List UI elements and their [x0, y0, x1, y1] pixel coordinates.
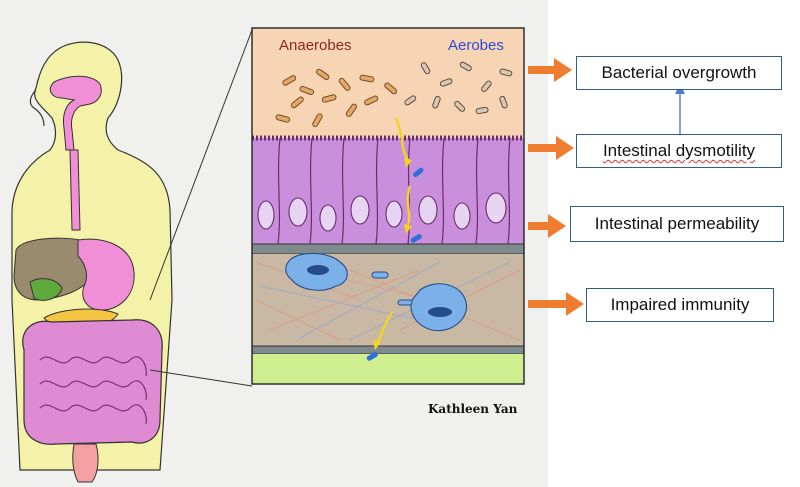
translocation-arrows	[366, 117, 424, 361]
outcome-label: Bacterial overgrowth	[601, 63, 757, 82]
outcome-label: Intestinal dysmotility	[602, 141, 756, 160]
outcome-intestinal-dysmotility: Intestinal dysmotility	[576, 134, 782, 168]
human-body-illustration	[11, 41, 173, 483]
author-credit: Kathleen Yan	[428, 402, 518, 416]
anaerobes-label: Anaerobes	[279, 37, 352, 54]
epithelium-layer	[252, 138, 524, 244]
outcome-bacterial-overgrowth: Bacterial overgrowth	[576, 56, 782, 90]
dysmotility-to-overgrowth-arrow	[675, 84, 685, 134]
outcome-label: Impaired immunity	[610, 295, 750, 314]
lymph-layer	[252, 354, 524, 384]
outcome-label: Intestinal permeability	[594, 214, 760, 233]
outcome-impaired-immunity: Impaired immunity	[586, 288, 774, 322]
zoom-line-bottom	[149, 369, 253, 387]
outcome-arrows	[528, 58, 584, 316]
outcome-intestinal-permeability: Intestinal permeability	[570, 206, 784, 242]
zoom-line-top	[149, 29, 253, 301]
aerobes-label: Aerobes	[448, 37, 504, 54]
magnified-intestinal-wall	[251, 27, 525, 385]
